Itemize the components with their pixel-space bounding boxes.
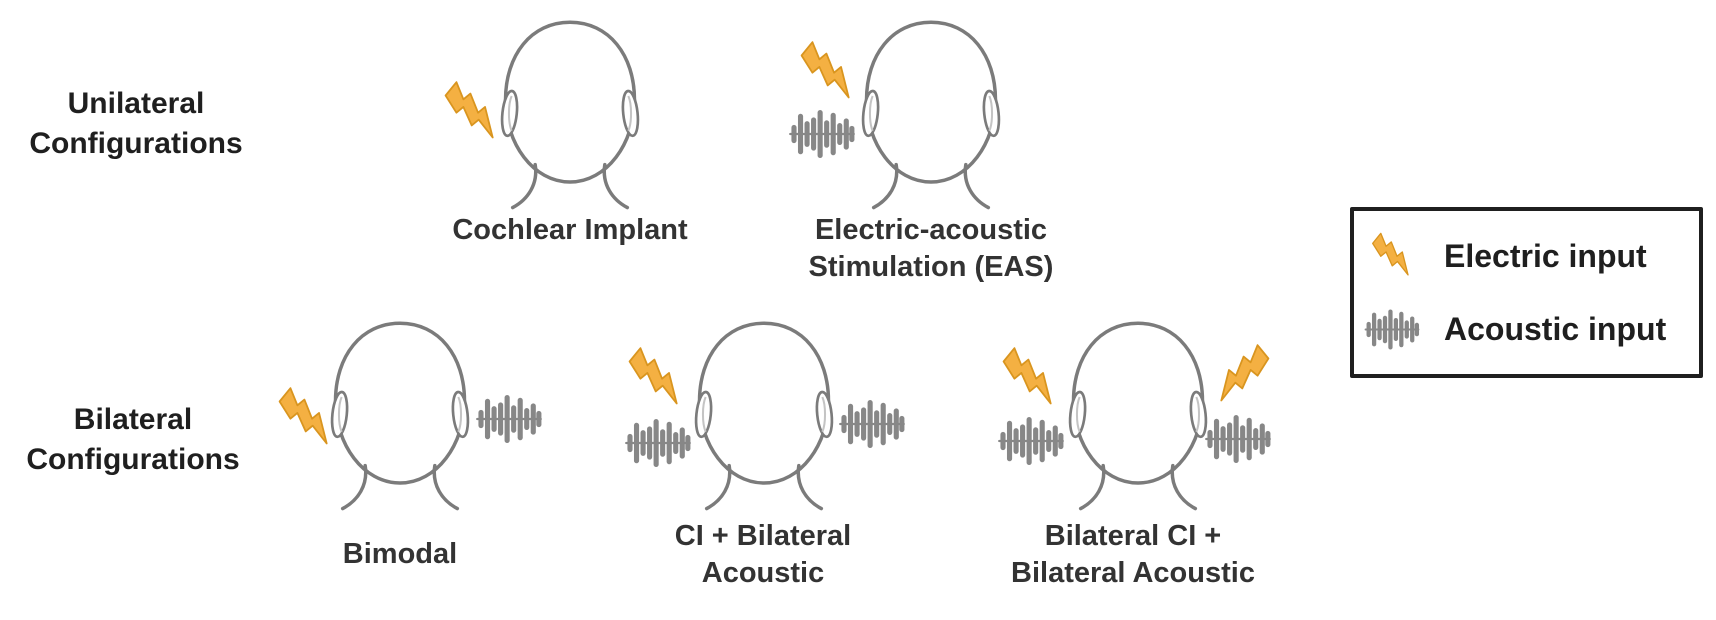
config-label: Cochlear Implant: [452, 214, 688, 246]
acoustic-input-icon: [997, 413, 1065, 469]
row-heading-unilateral: Unilateral Configurations: [29, 87, 243, 160]
legend-box: Electric input Acoustic input: [1350, 207, 1703, 378]
acoustic-input-icon: [1204, 411, 1272, 467]
config-label: CI + Bilateral Acoustic: [674, 520, 852, 589]
row-heading-bilateral: Bilateral Configurations: [26, 403, 240, 476]
legend-item-electric: Electric input: [1354, 228, 1699, 284]
legend-item-label: Acoustic input: [1444, 310, 1667, 347]
legend-item-label: Electric input: [1444, 237, 1647, 274]
config-label: Bimodal: [342, 538, 458, 570]
acoustic-wave-icon: [1364, 301, 1420, 357]
electric-bolt-icon: [1364, 228, 1420, 284]
config-label: Bilateral CI + Bilateral Acoustic: [1011, 520, 1255, 589]
head-outline-icon: [1056, 311, 1220, 526]
config-label: Electric-acoustic Stimulation (EAS): [808, 214, 1054, 283]
electric-input-icon: [1205, 339, 1279, 413]
electric-input-icon: [993, 342, 1067, 416]
legend-item-acoustic: Acoustic input: [1354, 301, 1699, 357]
